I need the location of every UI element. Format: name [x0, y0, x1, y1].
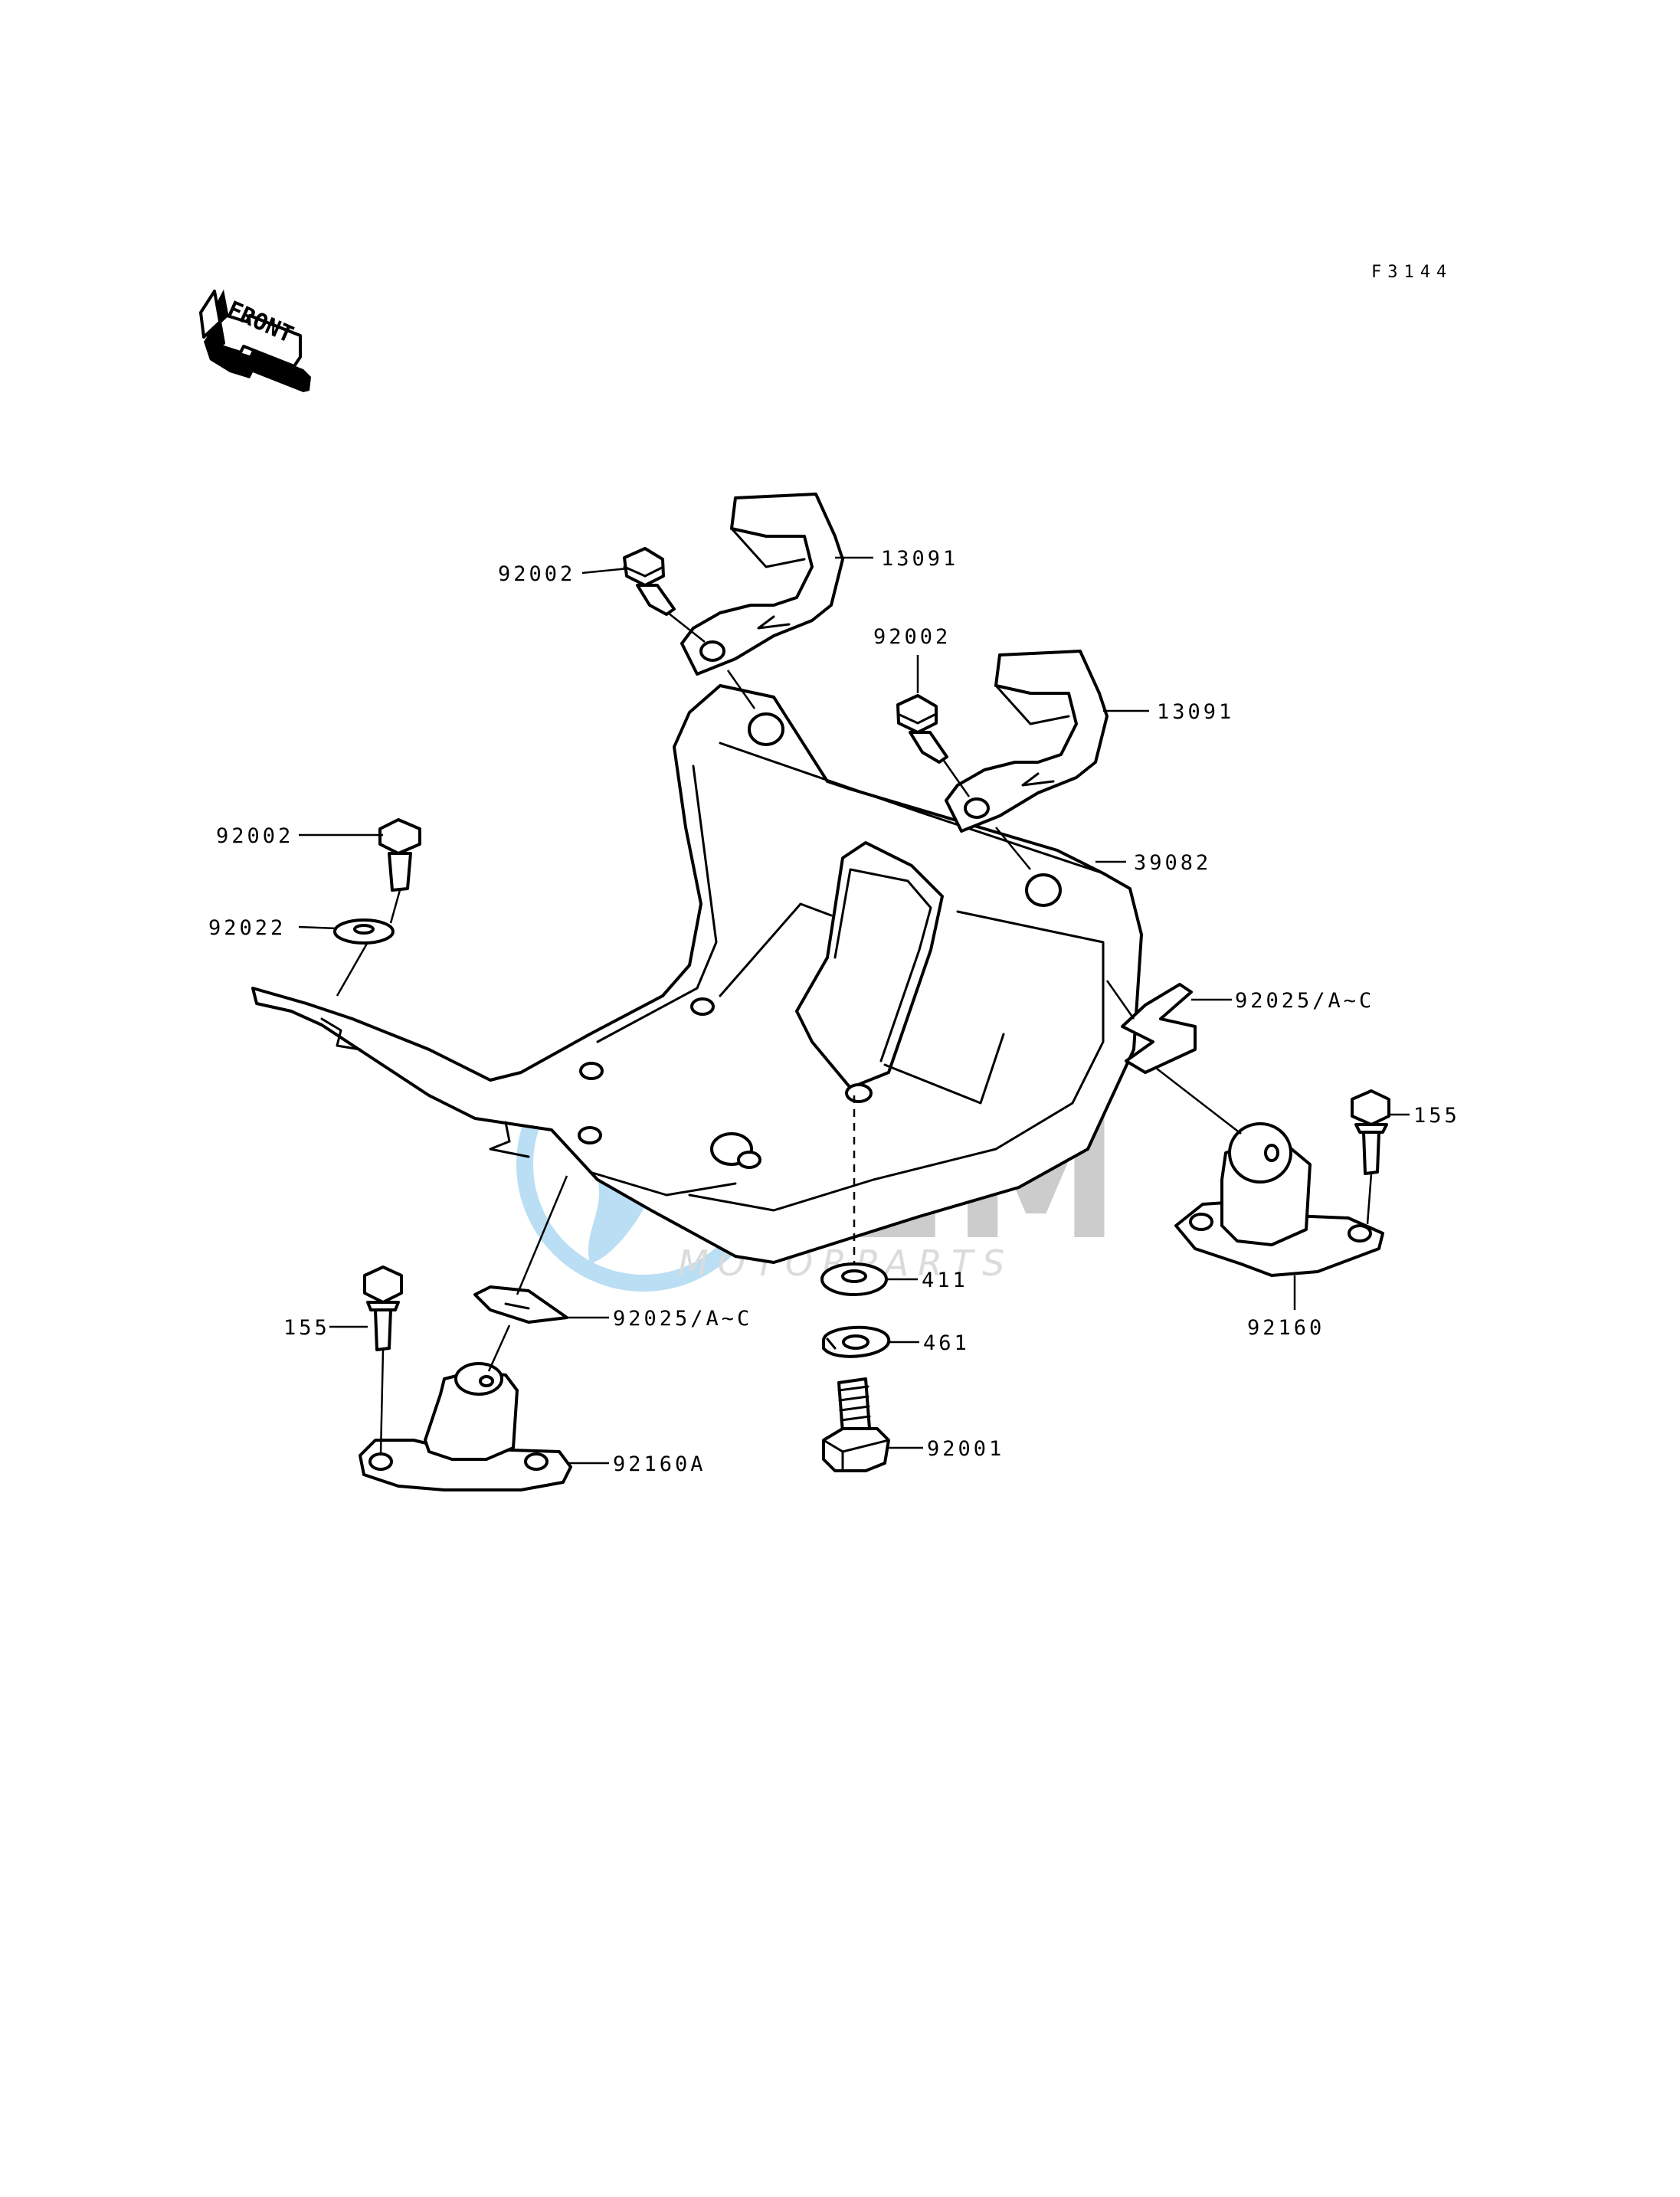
- bolt-92002-upper-mid: [896, 694, 948, 764]
- callout-labels: 13091 13091 92002 92002 92002 92022 3908…: [208, 547, 1460, 1476]
- shim-92025-left: [473, 1285, 568, 1324]
- bolt-92001: [822, 1377, 890, 1472]
- bolt-92002-left: [378, 818, 421, 892]
- bolt-155-lower-left: [363, 1265, 403, 1351]
- bolt-92002-upper-left: [623, 547, 676, 616]
- assembly-lines: [336, 612, 1373, 1455]
- bracket-39082: [251, 684, 1143, 1264]
- label-461: 461: [923, 1331, 970, 1355]
- mount-92160A-left: [359, 1362, 572, 1491]
- label-92025-right: 92025/A~C: [1235, 989, 1374, 1013]
- label-92025-left: 92025/A~C: [613, 1307, 752, 1331]
- label-92022: 92022: [208, 916, 286, 940]
- front-arrow-icon: FRONT: [199, 290, 311, 392]
- label-92002-left: 92002: [216, 824, 293, 848]
- washer-461: [822, 1325, 891, 1358]
- label-92160A: 92160A: [613, 1452, 706, 1476]
- shim-92025-right: [1121, 983, 1197, 1074]
- figure-code: F3144: [1371, 263, 1452, 282]
- mount-92160-right: [1174, 1122, 1384, 1277]
- washer-92022: [333, 918, 395, 945]
- label-411: 411: [922, 1269, 968, 1292]
- callout-leaders: [298, 556, 1410, 1465]
- clamp-13091-right: [945, 650, 1109, 833]
- label-92160: 92160: [1247, 1316, 1325, 1340]
- label-13091-right: 13091: [1157, 700, 1234, 724]
- label-13091-left: 13091: [881, 547, 958, 571]
- label-92002-upper-mid: 92002: [873, 625, 951, 649]
- bolt-155-right: [1351, 1089, 1390, 1175]
- label-155-lower-left: 155: [283, 1316, 330, 1340]
- clamp-13091-left: [680, 493, 844, 676]
- label-92001: 92001: [927, 1437, 1004, 1461]
- label-155-right: 155: [1413, 1104, 1460, 1128]
- label-92002-upper-left: 92002: [498, 562, 575, 586]
- label-39082: 39082: [1134, 851, 1211, 875]
- washer-411: [820, 1262, 888, 1296]
